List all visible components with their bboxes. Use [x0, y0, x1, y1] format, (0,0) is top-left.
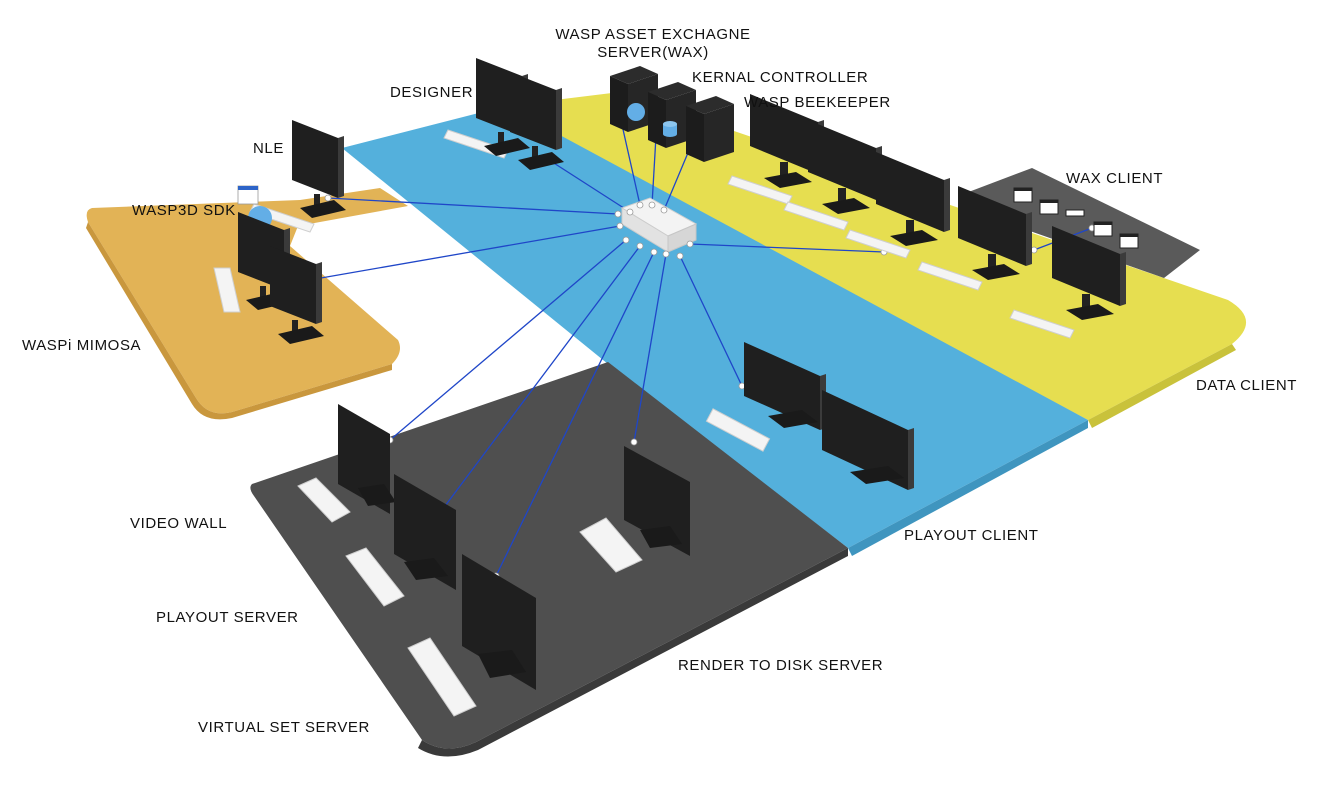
label-kernal-controller: KERNAL CONTROLLER: [692, 69, 869, 86]
wax-client-icons: [1013, 187, 1139, 249]
label-render-to-disk-server: RENDER TO DISK SERVER: [678, 657, 884, 674]
network-links: [297, 115, 1093, 577]
label-data-client: DATA CLIENT: [1196, 377, 1298, 394]
label-playout-client: PLAYOUT CLIENT: [904, 527, 1039, 544]
window-icon: [237, 185, 259, 205]
label-virtual-set-server: VIRTUAL SET SERVER: [198, 719, 370, 736]
label-waspi-mimosa: WASPi MIMOSA: [22, 337, 142, 354]
label-wasp-beekeeper: WASP BEEKEEPER: [744, 94, 891, 111]
server-towers: [610, 66, 734, 162]
floor-data-client: [506, 92, 1247, 428]
label-wasp3d-sdk: WASP3D SDK: [132, 202, 236, 219]
floor-render-servers: [250, 362, 848, 757]
label-wax-client: WAX CLIENT: [1066, 170, 1164, 187]
render-server-stations: [297, 404, 690, 717]
label-nle: NLE: [253, 140, 284, 157]
database-icon: [663, 121, 677, 137]
label-designer: DESIGNER: [390, 84, 474, 101]
label-video-wall: VIDEO WALL: [130, 515, 228, 532]
playout-client-stations: [705, 342, 914, 490]
label-wax-server-line2: SERVER(WAX): [597, 44, 709, 61]
label-wax-server: WASP ASSET EXCHAGNE SERVER(WAX): [548, 26, 758, 62]
label-wax-server-line1: WASP ASSET EXCHAGNE: [555, 26, 751, 43]
label-playout-server: PLAYOUT SERVER: [156, 609, 299, 626]
wax-server-orb: [627, 103, 645, 121]
